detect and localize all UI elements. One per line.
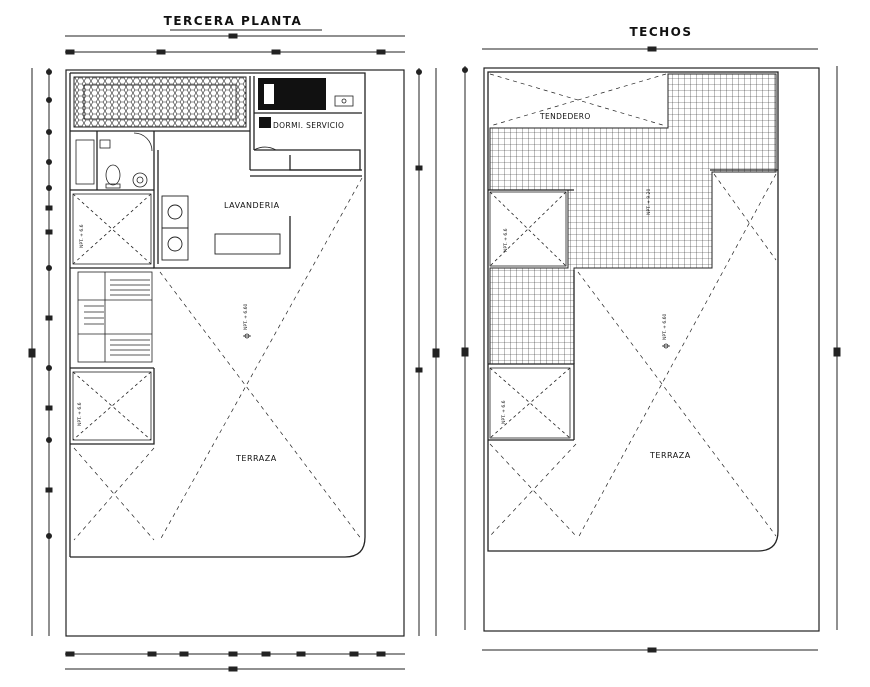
terraza-diagonals	[73, 177, 363, 541]
bathroom-fixtures	[75, 139, 148, 189]
terraza-diagonals	[489, 173, 777, 539]
patio-upper	[72, 193, 152, 265]
level-patio-upper: NPT. + 6.6	[503, 228, 509, 252]
level-marker	[243, 333, 251, 339]
level-patio-upper: NPT. + 6.6	[79, 224, 85, 248]
dimension-bottom	[65, 651, 405, 672]
plan-title: TECHOS	[629, 25, 692, 39]
dimension-top	[482, 46, 818, 52]
dimension-right	[833, 66, 841, 630]
planter	[73, 76, 247, 128]
level-patio-lower: NPT. + 6.6	[501, 400, 507, 424]
plan-tercera-planta: TERCERA PLANTA	[28, 14, 440, 672]
dimension-top	[65, 33, 405, 55]
lot-boundary	[65, 69, 405, 637]
room-label-terraza: TERRAZA	[235, 454, 277, 463]
service-bed	[258, 78, 326, 110]
level-main: NPT. + 6.60	[662, 313, 668, 340]
room-label-terraza: TERRAZA	[649, 451, 691, 460]
dimension-left	[461, 66, 469, 630]
walls	[69, 72, 366, 558]
dimension-right	[415, 68, 440, 636]
patio-lower	[72, 371, 152, 441]
level-patio-lower: NPT. + 6.6	[77, 402, 83, 426]
level-main: NPT. + 6.60	[243, 303, 249, 330]
plan-title: TERCERA PLANTA	[164, 14, 303, 28]
dimension-bottom	[482, 647, 818, 653]
level-marker	[662, 343, 670, 349]
room-label-lavanderia: LAVANDERIA	[224, 201, 280, 210]
roof-hatch	[489, 73, 777, 365]
level-tendedero: NPT. + 9.20	[646, 188, 652, 215]
room-label-tendedero: TENDEDERO	[539, 112, 591, 121]
electric-symbol	[334, 95, 354, 107]
plan-techos: TECHOS	[461, 25, 841, 653]
room-label-dormitorio: DORMI. SERVICIO	[273, 121, 344, 130]
tendedero-diagonals	[489, 73, 667, 127]
door-swings	[133, 132, 277, 152]
patio-upper	[489, 191, 567, 267]
dimension-left	[28, 68, 53, 636]
patio-lower	[489, 367, 571, 439]
stair	[77, 271, 153, 363]
nightstand	[259, 117, 271, 128]
lot-boundary	[483, 67, 820, 632]
laundry-fixtures	[161, 195, 281, 261]
